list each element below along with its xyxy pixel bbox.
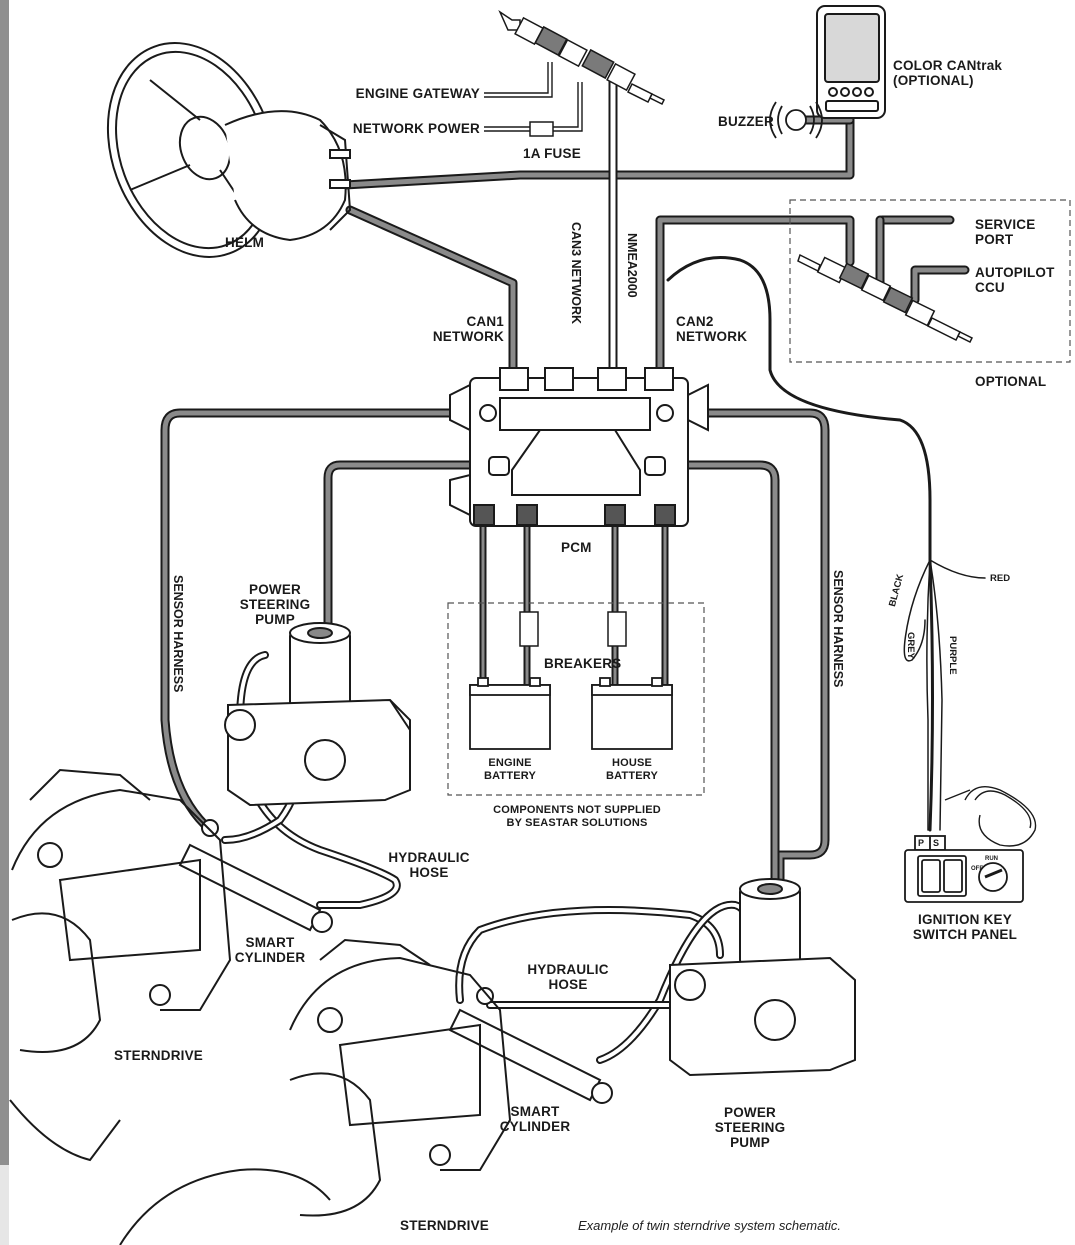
cylinder-right-line-2: CYLINDER — [499, 1119, 571, 1134]
hydraulic-hose-left-label: HYDRAULIC HOSE — [386, 850, 472, 880]
hose-left-line-1: HYDRAULIC — [388, 850, 470, 865]
autopilot-ccu-line-1: AUTOPILOT — [975, 265, 1055, 280]
power-steering-pump-left-label: POWER STEERING PUMP — [226, 582, 324, 627]
fuse — [529, 121, 554, 137]
smart-cylinder-right-label: SMART CYLINDER — [495, 1104, 575, 1134]
house-battery-line-2: BATTERY — [605, 770, 659, 782]
can2-network-label: CAN2 NETWORK — [676, 314, 747, 344]
pump-left-line-3: PUMP — [255, 612, 295, 627]
pcm-module — [449, 367, 709, 527]
optional-box — [789, 199, 1071, 363]
engine-gateway-label: ENGINE GATEWAY — [355, 86, 480, 101]
components-not-supplied-label: COMPONENTS NOT SUPPLIED BY SEASTAR SOLUT… — [470, 804, 684, 830]
engine-battery-drawing — [469, 677, 551, 750]
house-battery-line-1: HOUSE — [611, 757, 653, 769]
ignition-panel-drawing — [904, 835, 1024, 903]
schematic-caption: Example of twin sterndrive system schema… — [578, 1218, 841, 1233]
hose-right-line-2: HOSE — [548, 977, 588, 992]
sterndrive-left-label: STERNDRIVE — [114, 1048, 204, 1063]
engine-battery-line-2: BATTERY — [483, 770, 537, 782]
autopilot-ccu-label: AUTOPILOT CCU — [975, 265, 1055, 295]
service-port-line-2: PORT — [975, 232, 1014, 247]
components-line-2: BY SEASTAR SOLUTIONS — [506, 817, 648, 829]
hydraulic-hose-right-label: HYDRAULIC HOSE — [525, 962, 611, 992]
side-bar-bottom — [0, 1165, 9, 1245]
can3-network-label: CAN3 NETWORK — [569, 222, 583, 325]
helm-wheel — [106, 42, 352, 258]
house-battery-label: HOUSE BATTERY — [598, 757, 666, 783]
pump-right-line-2: STEERING — [714, 1120, 786, 1135]
service-port-line-1: SERVICE — [975, 217, 1036, 232]
can1-line-1: CAN1 — [466, 314, 504, 329]
ignition-line-1: IGNITION KEY — [918, 912, 1012, 927]
optional-label: OPTIONAL — [975, 374, 1047, 389]
engine-battery-line-1: ENGINE — [488, 757, 532, 769]
power-steering-pump-right-label: POWER STEERING PUMP — [700, 1105, 800, 1150]
cylinder-left-line-1: SMART — [245, 935, 295, 950]
ignition-panel-label: IGNITION KEY SWITCH PANEL — [910, 912, 1020, 942]
panel-p-label: P — [918, 838, 925, 848]
buzzer-device — [769, 101, 823, 139]
wire-purple-label: PURPLE — [947, 636, 958, 675]
hose-right-line-1: HYDRAULIC — [527, 962, 609, 977]
key-run-label: RUN — [985, 856, 998, 862]
pump-left-line-2: STEERING — [239, 597, 311, 612]
can2-line-2: NETWORK — [676, 329, 748, 344]
cylinder-left-line-2: CYLINDER — [234, 950, 306, 965]
cylinder-right-line-1: SMART — [510, 1104, 560, 1119]
helm-label: HELM — [225, 235, 265, 250]
sensor-harness-left-label: SENSOR HARNESS — [171, 575, 185, 693]
components-box — [447, 602, 705, 796]
components-line-1: COMPONENTS NOT SUPPLIED — [493, 804, 661, 816]
nmea-backbone — [498, 9, 666, 106]
side-bar — [0, 0, 9, 1165]
left-pump-drawing — [224, 622, 411, 807]
key-off-label: OFF — [971, 866, 983, 872]
service-port-label: SERVICE PORT — [975, 217, 1035, 247]
sterndrive-bottom-label: STERNDRIVE — [400, 1218, 490, 1233]
color-cantrak-label: COLOR CANtrak (OPTIONAL) — [893, 58, 1002, 88]
left-sterndrive-drawing — [9, 768, 232, 1162]
wire-red-label: RED — [990, 573, 1011, 584]
gateway-lines — [484, 62, 583, 132]
pump-left-line-1: POWER — [248, 582, 301, 597]
wire-grey-label: GREY — [905, 632, 916, 659]
network-power-label: NETWORK POWER — [352, 121, 480, 136]
pump-right-line-1: POWER — [723, 1105, 776, 1120]
nmea2000-label: NMEA2000 — [625, 233, 639, 298]
pump-right-line-3: PUMP — [730, 1135, 770, 1150]
buzzer-label: BUZZER — [718, 114, 774, 129]
smart-cylinder-left-label: SMART CYLINDER — [230, 935, 310, 965]
autopilot-connectors — [797, 253, 974, 344]
right-sterndrive-drawing — [119, 938, 512, 1245]
panel-s-label: S — [933, 838, 940, 848]
right-cylinder-drawing — [448, 987, 613, 1104]
fuse-label: 1A FUSE — [523, 146, 581, 161]
sensor-harness-right-label: SENSOR HARNESS — [831, 570, 845, 688]
color-cantrak-line-1: COLOR CANtrak — [893, 58, 1003, 73]
can2-line-1: CAN2 — [676, 314, 714, 329]
color-cantrak-line-2: (OPTIONAL) — [893, 73, 974, 88]
can1-network-label: CAN1 NETWORK — [432, 314, 504, 344]
pcm-label: PCM — [561, 540, 592, 555]
autopilot-ccu-line-2: CCU — [975, 280, 1005, 295]
key-lanyard — [944, 786, 1037, 847]
breakers-label: BREAKERS — [544, 656, 622, 671]
right-pump-drawing — [669, 878, 856, 1077]
left-cylinder-drawing — [178, 819, 333, 933]
house-battery-drawing — [591, 677, 673, 750]
engine-battery-label: ENGINE BATTERY — [476, 757, 544, 783]
cantrak-display — [816, 5, 886, 119]
hose-left-line-2: HOSE — [409, 865, 449, 880]
breakers — [519, 611, 627, 647]
can1-line-2: NETWORK — [432, 329, 504, 344]
ignition-line-2: SWITCH PANEL — [912, 927, 1018, 942]
